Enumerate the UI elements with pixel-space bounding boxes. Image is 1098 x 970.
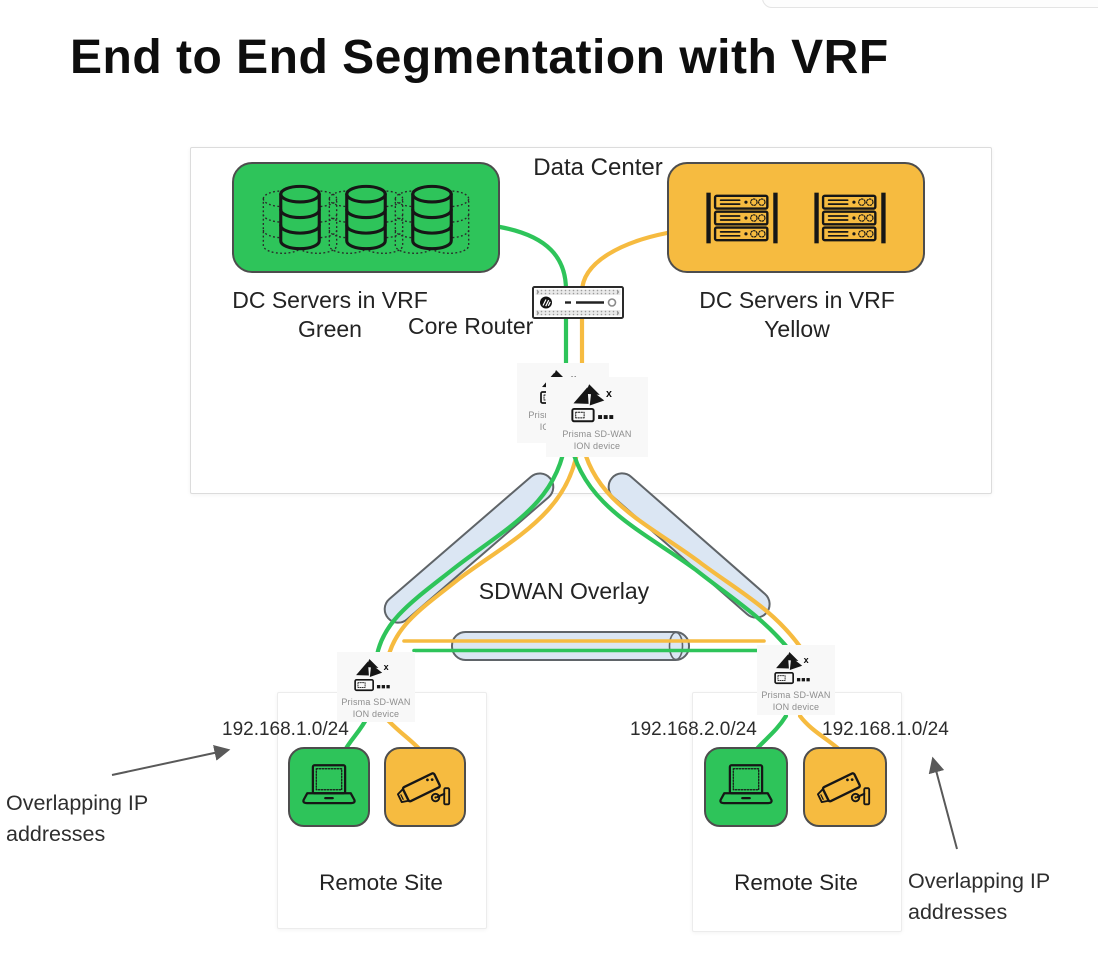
cctv-camera-box-left <box>384 747 466 827</box>
annotation-left: Overlapping IP addresses <box>6 788 196 850</box>
annotation-arrow-left <box>111 745 231 776</box>
data-center-label: Data Center <box>533 154 663 181</box>
vpn-tunnel-tube-horizontal <box>451 631 690 661</box>
rack-server-icon <box>812 189 888 247</box>
cctv-camera-icon <box>394 760 456 814</box>
laptop-icon <box>715 760 777 814</box>
cctv-camera-icon <box>814 760 876 814</box>
annotation-right: Overlapping IP addresses <box>908 866 1098 928</box>
dc-servers-green-box <box>232 162 500 273</box>
database-icon <box>388 179 476 257</box>
subnet-label-right-site-yellow: 192.168.1.0/24 <box>822 719 949 740</box>
cctv-camera-box-right <box>803 747 887 827</box>
vrf-green-wire-left-branch <box>374 435 569 658</box>
prisma-ion-logo-icon <box>352 658 400 695</box>
remote-site-label-right: Remote Site <box>734 870 858 895</box>
core-router-label: Core Router <box>408 313 534 339</box>
annotation-arrow-right <box>928 756 958 850</box>
dc-yellow-label-line2: Yellow <box>764 316 830 342</box>
dc-yellow-label-line1: DC Servers in VRF <box>699 287 895 313</box>
annotation-right-line2: addresses <box>908 900 1008 924</box>
dc-green-label-line1: DC Servers in VRF <box>232 287 428 313</box>
rack-server-icon <box>704 189 780 247</box>
dc-servers-yellow-box <box>667 162 925 273</box>
vpn-tunnel-tube-left <box>383 472 555 624</box>
prisma-ion-logo-icon <box>772 651 820 688</box>
vrf-green-wire-right-branch <box>567 435 794 655</box>
core-router-icon <box>532 286 624 319</box>
laptop-icon <box>298 760 360 814</box>
dc-yellow-servers-label: DC Servers in VRF Yellow <box>697 286 897 344</box>
page-title: End to End Segmentation with VRF <box>70 31 889 84</box>
dc-green-servers-label: DC Servers in VRF Green <box>230 286 430 344</box>
annotation-left-line2: addresses <box>6 822 106 846</box>
subnet-label-right-site-green: 192.168.2.0/24 <box>630 719 757 740</box>
laptop-box-right <box>704 747 788 827</box>
dc-green-label-line2: Green <box>298 316 362 342</box>
prisma-ion-logo-icon <box>569 383 625 427</box>
sdwan-overlay-label: SDWAN Overlay <box>478 578 650 604</box>
vrf-yellow-wire-right-branch <box>579 437 804 651</box>
subnet-label-left-site: 192.168.1.0/24 <box>222 719 349 740</box>
annotation-left-line1: Overlapping IP <box>6 791 149 815</box>
vrf-yellow-wire-left-branch <box>385 437 582 661</box>
annotation-right-line1: Overlapping IP <box>908 869 1051 893</box>
laptop-box-left <box>288 747 370 827</box>
remote-site-label-left: Remote Site <box>319 870 443 895</box>
